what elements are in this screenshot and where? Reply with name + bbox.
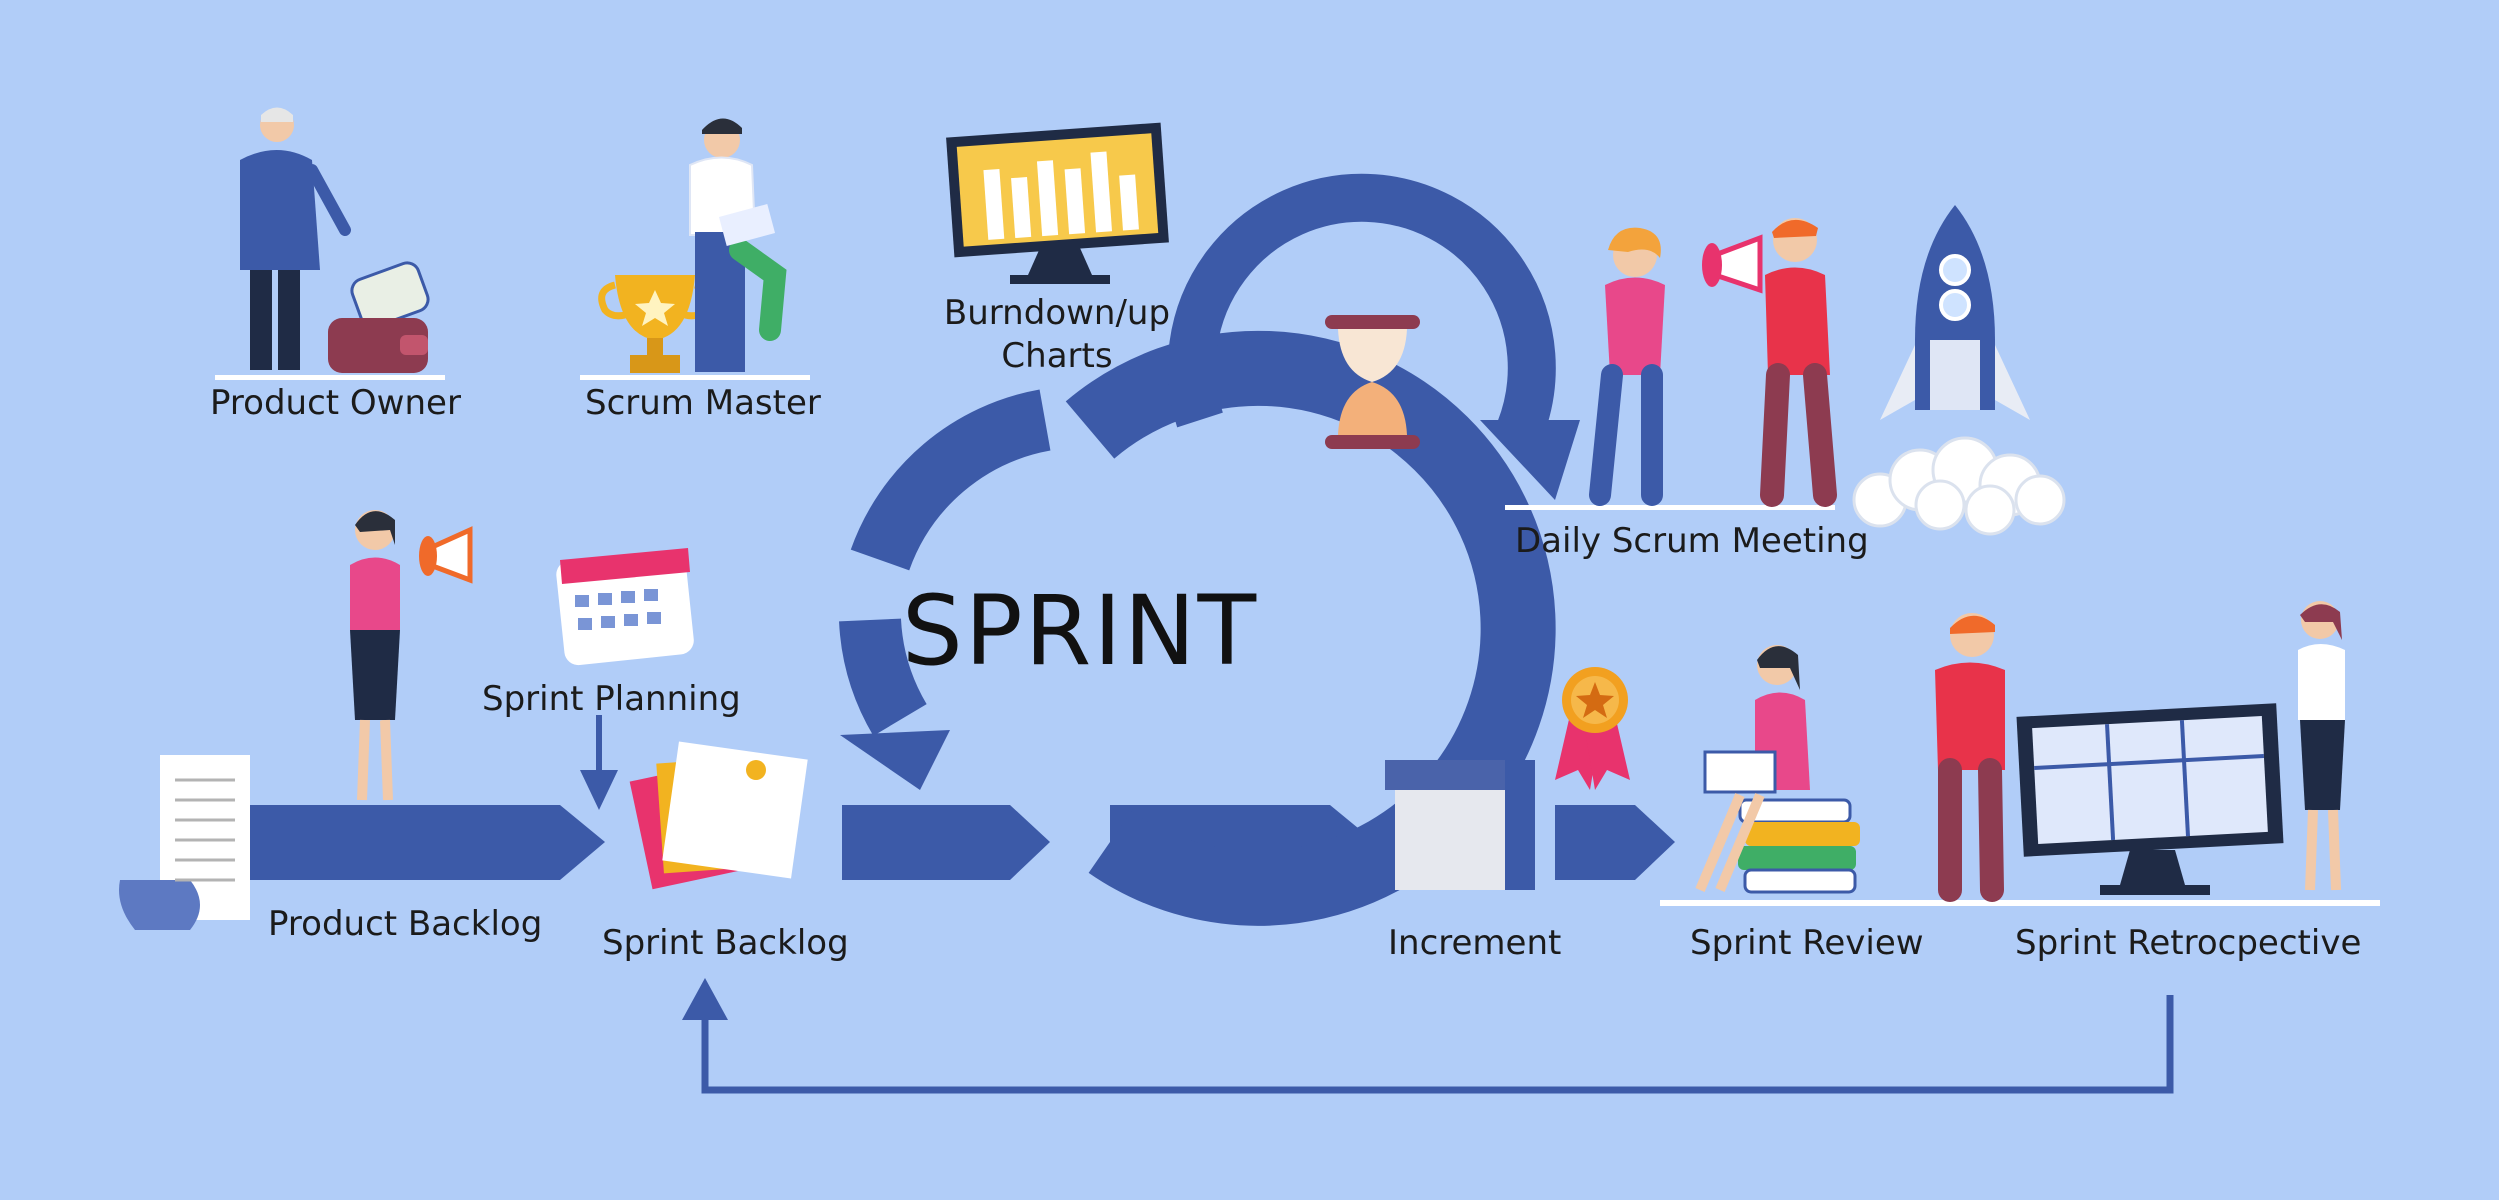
- cycle-arrowheads: [840, 420, 1580, 790]
- books-icon: [1738, 798, 1860, 894]
- sprint-outer-arc: [1065, 330, 1556, 926]
- monitor-icon: [2016, 703, 2284, 895]
- retro-man-figure: [1935, 613, 2005, 902]
- ground-lines: [215, 375, 2380, 906]
- label-burndown-line1: Burndown/up: [943, 293, 1171, 333]
- calendar-icon: [556, 548, 694, 666]
- megaphone-icon: [1702, 234, 1763, 294]
- box-icon: [1385, 760, 1535, 890]
- feedback-loop: [701, 995, 2174, 1094]
- sprint-inner-arc-left: [839, 617, 928, 736]
- daily-loop-arc: [1167, 173, 1556, 439]
- inner-arrowhead: [840, 730, 950, 790]
- megaphone-icon: [419, 526, 473, 584]
- sprint-backlog-arrow: [842, 805, 1050, 880]
- label-sprint-planning: Sprint Planning: [482, 679, 741, 719]
- label-burndown-line2: Charts: [1001, 335, 1113, 376]
- sticky-notes-icon: [629, 741, 808, 890]
- product-backlog-arrow: [240, 805, 605, 880]
- award-ribbon-icon: [1555, 667, 1630, 790]
- scrum-master-figure: [689, 118, 787, 372]
- label-sprint-retro: Sprint Retrocpective: [2015, 923, 2362, 963]
- trophy-icon: [598, 275, 712, 373]
- label-sprint-backlog: Sprint Backlog: [602, 923, 849, 963]
- sprint-inner-arc-top: [850, 389, 1052, 571]
- monitor-chart-icon: [946, 122, 1169, 284]
- daily-arrowhead: [1480, 420, 1580, 500]
- review-woman-figure: [1695, 645, 1810, 892]
- sprint-cycle: [839, 173, 1556, 926]
- label-increment: Increment: [1388, 923, 1562, 963]
- backlog-woman-figure: [350, 510, 400, 801]
- sprint-title: SPRINT: [901, 575, 1259, 687]
- increment-arrow: [1555, 805, 1675, 880]
- label-sprint-review: Sprint Review: [1690, 923, 1924, 963]
- label-product-backlog: Product Backlog: [268, 904, 543, 944]
- retro-woman-figure: [2298, 601, 2345, 891]
- product-owner-figure: [240, 107, 351, 370]
- hourglass-icon: [1325, 315, 1420, 449]
- label-burndown: Burndown/up Charts: [944, 292, 1170, 377]
- rocket-icon: [1852, 205, 2066, 536]
- planning-arrow: [580, 715, 618, 810]
- label-scrum-master: Scrum Master: [585, 383, 821, 423]
- scroll-icon: [119, 755, 250, 930]
- wallet-icon: [328, 261, 430, 373]
- label-product-owner: Product Owner: [210, 383, 461, 423]
- label-daily-scrum: Daily Scrum Meeting: [1515, 521, 1869, 561]
- daily-man-figure: [1760, 218, 1837, 507]
- daily-woman-figure: [1589, 227, 1665, 506]
- feedback-arrowhead: [682, 978, 728, 1020]
